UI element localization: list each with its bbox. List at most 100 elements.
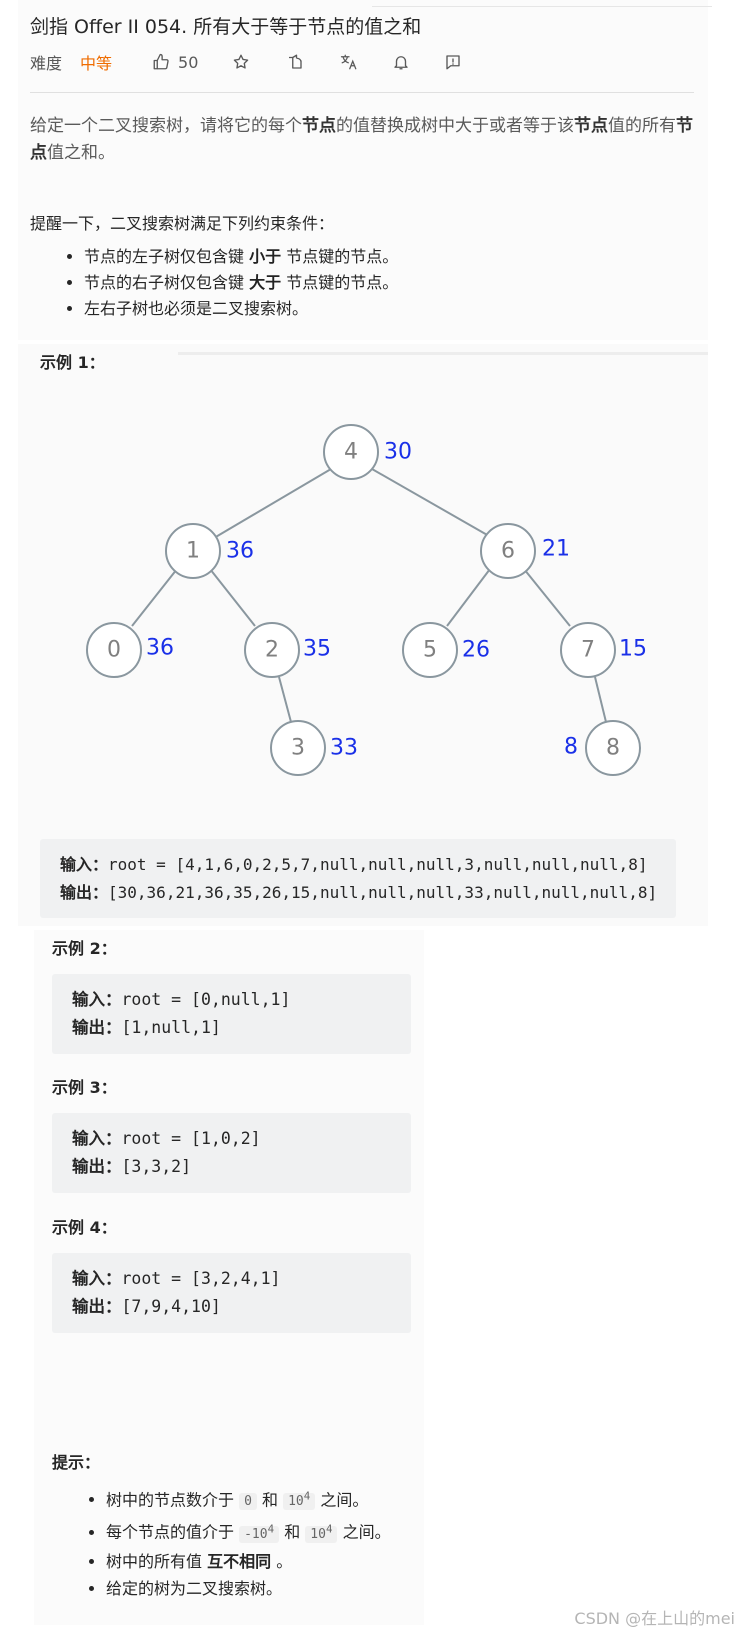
tree-node — [165, 523, 221, 579]
hints-list: 树中的节点数介于 0 和 104 之间。 每个节点的值介于 -104 和 104… — [86, 1483, 391, 1602]
tree-node — [86, 622, 142, 678]
tree-node — [480, 523, 536, 579]
translate-icon — [341, 54, 357, 70]
example-1-code: 输入：root = [4,1,6,0,2,5,7,null,null,null,… — [40, 839, 676, 918]
input-value: root = [1,0,2] — [121, 1129, 261, 1148]
node-value: 6 — [501, 539, 515, 564]
tree-node — [323, 424, 379, 480]
output-value: [1,null,1] — [121, 1018, 221, 1037]
example-input-line: 输入：root = [3,2,4,1] — [72, 1265, 391, 1293]
item-text: 左右子树也必须是二叉搜索树。 — [84, 299, 309, 318]
share-icon — [289, 54, 303, 69]
desc-bold: 节点 — [302, 116, 336, 136]
problem-header-panel — [18, 0, 708, 340]
problem-description: 给定一个二叉搜索树，请将它的每个节点的值替换成树中大于或者等于该节点值的所有节点… — [30, 113, 700, 167]
example-output-line: 输出：[1,null,1] — [72, 1014, 391, 1042]
example-output-line: 输出：[30,36,21,36,35,26,15,null,null,null,… — [60, 879, 658, 907]
desc-text: 给定一个二叉搜索树，请将它的每个 — [30, 116, 302, 136]
input-value: root = [0,null,1] — [121, 990, 291, 1009]
bell-icon — [394, 56, 409, 70]
node-sum: 26 — [462, 638, 490, 663]
node-sum: 8 — [564, 735, 578, 760]
example-output-line: 输出：[7,9,4,10] — [72, 1293, 391, 1321]
item-text: 节点键的节点。 — [281, 247, 399, 266]
code-base: 10 — [288, 1494, 304, 1510]
star-icon — [234, 54, 249, 69]
item-text: 节点的左子树仅包含键 — [84, 247, 250, 266]
share-button[interactable] — [286, 53, 304, 71]
example-input-line: 输入：root = [4,1,6,0,2,5,7,null,null,null,… — [60, 851, 656, 879]
inline-code: 104 — [305, 1522, 338, 1543]
hint-bold: 互不相同 — [207, 1551, 272, 1571]
inline-code: 0 — [239, 1493, 257, 1511]
example-3-code: 输入：root = [1,0,2] 输出：[3,3,2] — [52, 1113, 411, 1193]
edge-6-7 — [523, 568, 571, 627]
example-4-code: 输入：root = [3,2,4,1] 输出：[7,9,4,10] — [52, 1253, 411, 1333]
example-2-code: 输入：root = [0,null,1] 输出：[1,null,1] — [52, 974, 411, 1054]
item-text: 节点的右子树仅包含键 — [84, 273, 250, 292]
input-label: 输入： — [72, 1269, 122, 1288]
hint-text: 给定的树为二叉搜索树。 — [106, 1578, 283, 1598]
constraint-list: 节点的左子树仅包含键 小于 节点键的节点。 节点的右子树仅包含键 大于 节点键的… — [64, 244, 398, 322]
feedback-button[interactable] — [444, 53, 462, 71]
node-sum: 33 — [330, 736, 358, 761]
hint-text: 之间。 — [337, 1522, 391, 1542]
code-exponent: 4 — [267, 1522, 275, 1536]
hint-text: 和 — [279, 1522, 306, 1542]
output-label: 输出： — [72, 1018, 122, 1037]
example-3-title: 示例 3： — [52, 1078, 117, 1097]
node-value: 8 — [606, 736, 620, 761]
hint-text: 。 — [271, 1551, 293, 1571]
code-base: 10 — [310, 1526, 326, 1542]
input-value: root = [3,2,4,1] — [121, 1269, 281, 1288]
list-item: 树中的所有值 互不相同 。 — [106, 1548, 391, 1575]
edge-1-0 — [131, 568, 178, 627]
like-button[interactable]: 50 — [152, 53, 198, 72]
tree-node — [560, 622, 616, 678]
node-sum: 21 — [542, 537, 570, 562]
node-value: 5 — [423, 638, 437, 663]
top-divider — [372, 6, 712, 7]
output-label: 输出： — [72, 1297, 122, 1316]
list-item: 每个节点的值介于 -104 和 104 之间。 — [106, 1515, 391, 1547]
header-divider — [30, 92, 694, 93]
item-text: 节点键的节点。 — [281, 273, 399, 292]
node-sum: 30 — [384, 440, 412, 465]
list-item: 节点的右子树仅包含键 大于 节点键的节点。 — [84, 270, 398, 296]
difficulty-label: 难度 — [30, 54, 63, 73]
difficulty-badge: 中等 — [80, 54, 113, 73]
edge-6-5 — [446, 568, 491, 627]
tree-node — [244, 622, 300, 678]
example-input-line: 输入：root = [1,0,2] — [72, 1125, 391, 1153]
output-label: 输出： — [60, 883, 109, 902]
hint-text: 树中的所有值 — [106, 1551, 208, 1571]
node-sum: 35 — [303, 637, 331, 662]
code-exponent: 4 — [303, 1490, 311, 1503]
inline-code: -104 — [239, 1522, 280, 1543]
example-1-divider — [178, 352, 708, 355]
node-sum: 15 — [619, 637, 647, 662]
like-count: 50 — [178, 52, 199, 72]
problem-title: 剑指 Offer II 054. 所有大于等于节点的值之和 — [30, 16, 422, 38]
desc-text: 的值替换成树中大于或者等于该 — [336, 116, 574, 136]
edge-4-1 — [213, 468, 332, 539]
example-2-title: 示例 2： — [52, 939, 117, 958]
node-sum: 36 — [226, 539, 254, 564]
hint-text: 树中的节点数介于 — [106, 1490, 240, 1510]
list-item: 左右子树也必须是二叉搜索树。 — [84, 296, 398, 322]
csdn-watermark: CSDN @在上山的mei — [574, 1609, 735, 1628]
input-value: root = [4,1,6,0,2,5,7,null,null,null,3,n… — [108, 855, 648, 874]
translate-button[interactable] — [340, 53, 358, 71]
example-1-title: 示例 1： — [40, 353, 105, 372]
list-item: 节点的左子树仅包含键 小于 节点键的节点。 — [84, 244, 398, 270]
output-label: 输出： — [72, 1157, 122, 1176]
favorite-button[interactable] — [232, 53, 250, 71]
input-label: 输入： — [60, 855, 109, 874]
node-value: 1 — [186, 539, 200, 564]
output-value: [30,36,21,36,35,26,15,null,null,null,33,… — [108, 883, 658, 902]
tree-node — [402, 622, 458, 678]
tree-node — [585, 720, 641, 776]
hint-text: 每个节点的值介于 — [106, 1522, 240, 1542]
subscribe-button[interactable] — [392, 53, 410, 71]
list-item: 给定的树为二叉搜索树。 — [106, 1575, 391, 1602]
